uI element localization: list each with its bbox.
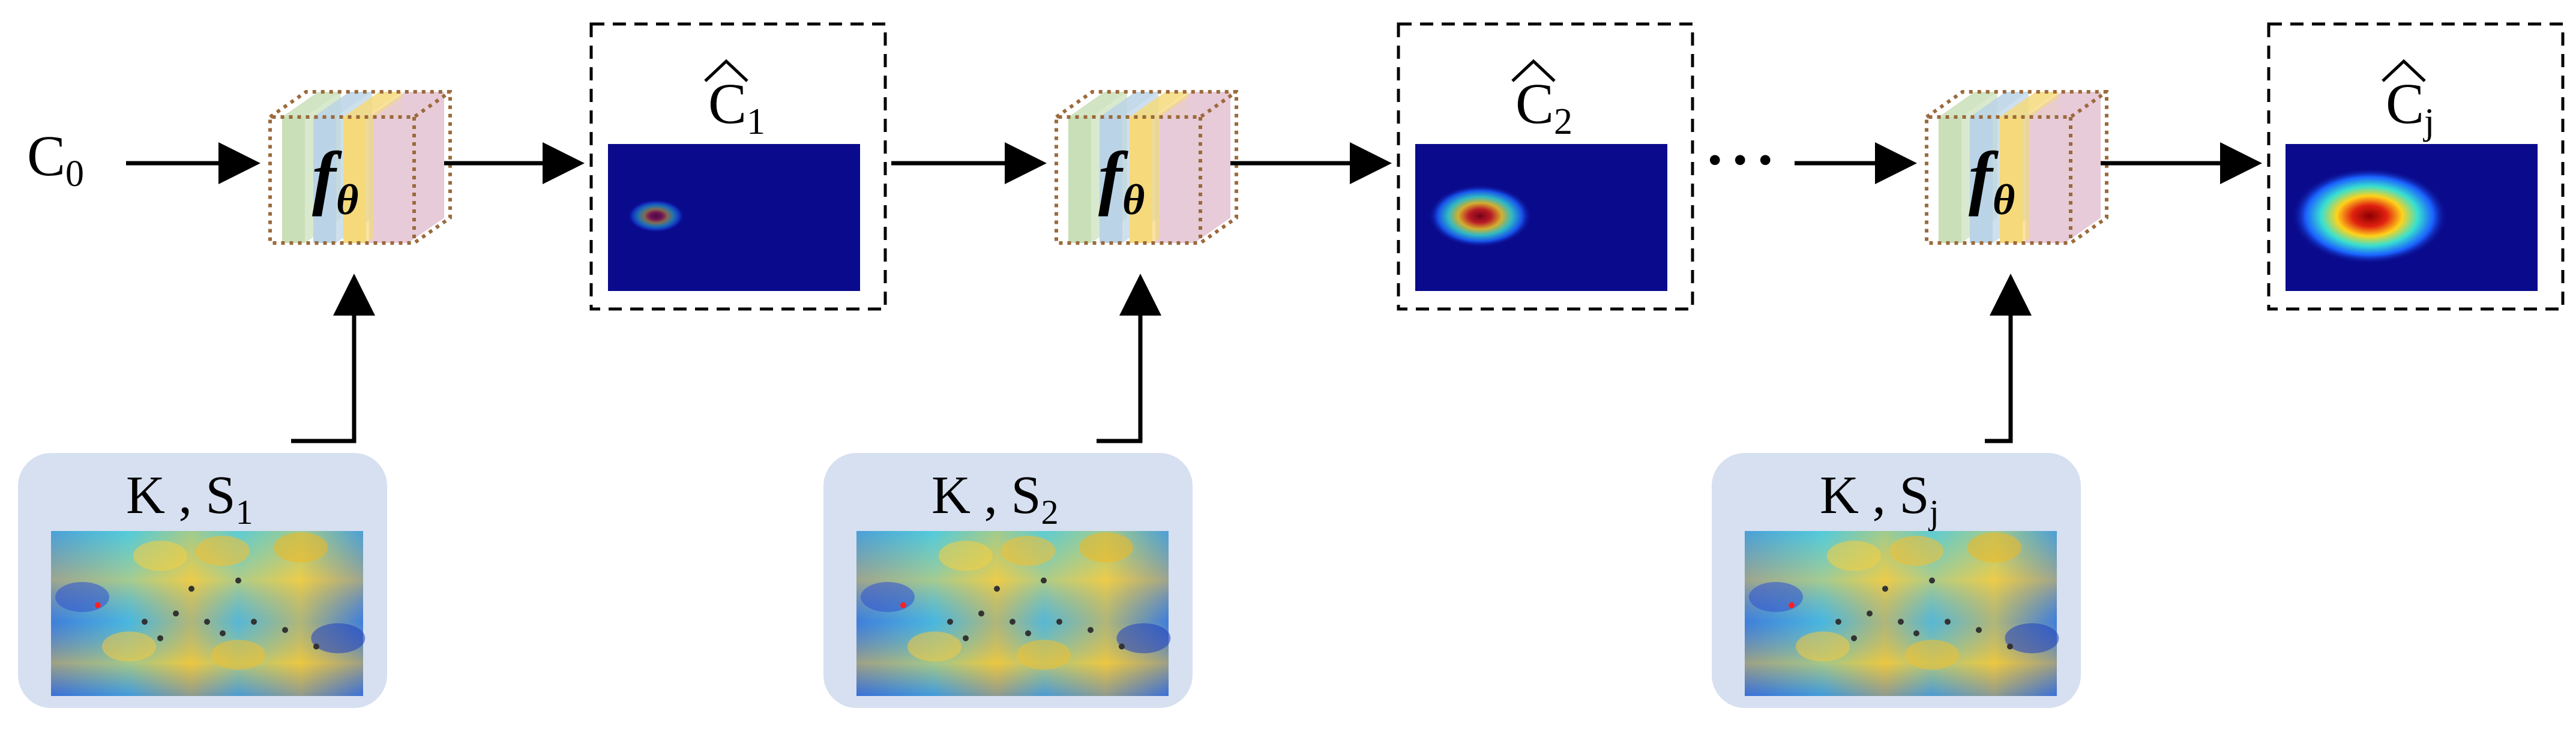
layer-top: [343, 92, 402, 117]
layer-front: [313, 117, 336, 243]
keypoint-dot: [1025, 630, 1031, 637]
keypoint-dot: [1088, 627, 1094, 633]
keypoint-dot: [1119, 643, 1125, 650]
output-label: C1: [708, 71, 765, 142]
layer-front: [1100, 117, 1122, 243]
keypoint-dot: [994, 586, 1000, 592]
layer-top: [2000, 92, 2059, 117]
ellipsis: • • •: [1708, 137, 1773, 184]
output-dashed-border: [2267, 22, 2565, 311]
keypoint-dot: [313, 643, 319, 650]
layer-front: [1970, 117, 1993, 243]
initial-label: C0: [27, 124, 84, 194]
output-dashed-border: [1397, 22, 1694, 311]
keypoint-dot: [2007, 643, 2013, 650]
layer-top: [2030, 92, 2101, 117]
layer-front: [282, 117, 305, 243]
keypoint-dot: [1976, 627, 1982, 633]
keypoint-dot: [1867, 610, 1873, 617]
keypoint-dot: [173, 610, 179, 617]
keypoint-dot: [1929, 577, 1935, 584]
layer-front: [1160, 117, 1194, 243]
input-panel-2: K , S2: [823, 453, 1193, 708]
keypoint-dot: [220, 630, 226, 637]
keypoint-dot: [95, 602, 101, 608]
keypoint-dot: [235, 577, 241, 584]
keypoint-dot: [1898, 619, 1904, 625]
arrow-input-to-block-2: [1097, 274, 1161, 443]
layer-front: [1068, 117, 1091, 243]
layer-top: [373, 92, 444, 117]
keypoint-dot: [900, 602, 906, 608]
layer-side: [1194, 92, 1230, 243]
block-outline: [1055, 90, 1238, 245]
output-label: C2: [1515, 71, 1572, 142]
input-label: K , Sj: [1820, 466, 1939, 532]
layer-top: [1160, 92, 1230, 117]
keypoint-dot: [188, 586, 194, 592]
layer-top: [1970, 92, 2029, 117]
keypoint-dot: [142, 619, 148, 625]
keypoint-dot: [1835, 619, 1841, 625]
layer-side: [2065, 92, 2101, 243]
block-outline: [1925, 90, 2108, 245]
hat-symbol: [2382, 59, 2426, 82]
keypoint-dot: [1945, 619, 1951, 625]
keypoint-dot: [1913, 630, 1919, 637]
keypoint-dot: [204, 619, 210, 625]
layer-front: [1939, 117, 1961, 243]
keypoint-dot: [1010, 619, 1016, 625]
layer-top: [282, 92, 341, 117]
hat-symbol: [704, 59, 748, 82]
layer-top: [1068, 92, 1127, 117]
layer-front: [373, 117, 408, 243]
keypoint-dot: [282, 627, 288, 633]
input-panel-1: K , S1: [18, 453, 387, 708]
layer-front: [1130, 117, 1152, 243]
keypoint-dot: [1882, 586, 1888, 592]
heatmap-blob: [627, 199, 685, 233]
layer-top: [313, 92, 372, 117]
hat-symbol: [1511, 59, 1556, 82]
layer-top: [1100, 92, 1158, 117]
network-block-1: fθ: [268, 90, 452, 245]
keypoint-dot: [251, 619, 257, 625]
layer-top: [1939, 92, 1997, 117]
network-block-3: fθ: [1925, 90, 2108, 245]
block-outline: [268, 90, 452, 245]
arrow-input-to-block-1: [291, 274, 375, 443]
output-box-3: Cj: [2267, 22, 2565, 311]
layer-front: [2000, 117, 2023, 243]
input-label: K , S1: [126, 466, 253, 532]
network-block-2: fθ: [1055, 90, 1238, 245]
heatmap-blob: [1428, 185, 1532, 247]
layer-top: [1130, 92, 1188, 117]
output-box-2: C2: [1397, 22, 1694, 311]
output-box-1: C1: [589, 22, 887, 311]
layer-front: [343, 117, 366, 243]
output-dashed-border: [589, 22, 887, 311]
output-label: Cj: [2386, 71, 2434, 142]
keypoint-dot: [947, 619, 953, 625]
input-panel-3: K , Sj: [1712, 453, 2081, 708]
heatmap-blob: [2292, 168, 2448, 264]
keypoint-dot: [1851, 635, 1857, 641]
layer-front: [2030, 117, 2065, 243]
arrow-input-to-block-3: [1985, 274, 2032, 443]
keypoint-dot: [963, 635, 969, 641]
layer-side: [408, 92, 444, 243]
keypoint-dot: [1789, 602, 1795, 608]
keypoint-dot: [157, 635, 163, 641]
input-label: K , S2: [931, 466, 1059, 532]
keypoint-dot: [978, 610, 984, 617]
keypoint-dot: [1041, 577, 1047, 584]
keypoint-dot: [1056, 619, 1062, 625]
